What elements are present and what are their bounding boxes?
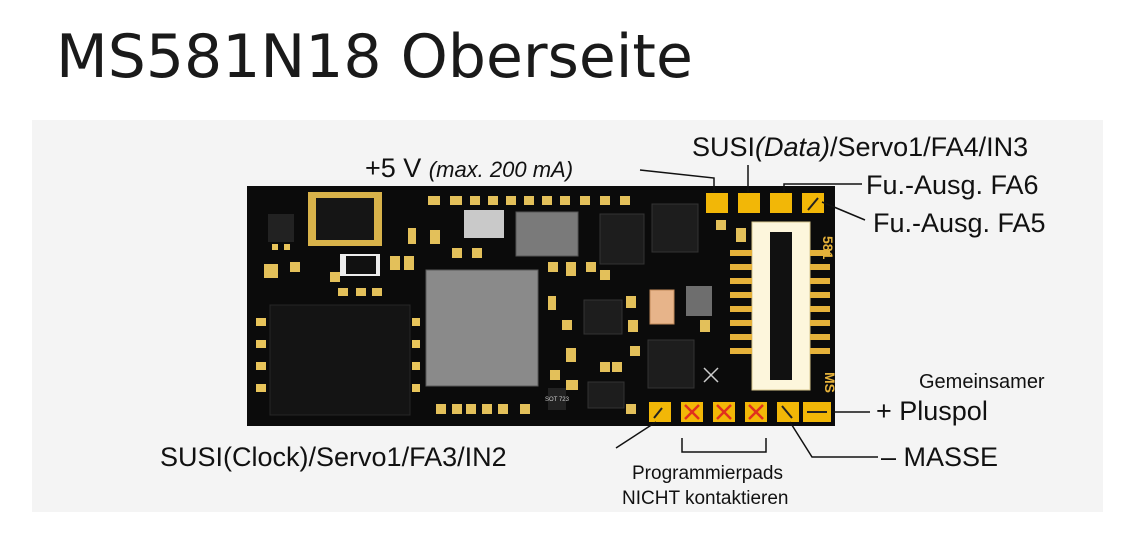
label-susi-data: SUSI(Data)/Servo1/FA4/IN3 — [692, 134, 1028, 161]
label-prog-line2: NICHT kontaktieren — [622, 488, 789, 509]
label-susi-data-italic: (Data) — [755, 132, 831, 162]
label-fa5: Fu.-Ausg. FA5 — [873, 208, 1046, 238]
label-fa6: Fu.-Ausg. FA6 — [866, 170, 1039, 200]
page-title: MS581N18 Oberseite — [56, 22, 693, 92]
main-processor — [425, 269, 539, 387]
label-susi-data-pre: SUSI — [692, 132, 756, 162]
top-pads — [706, 193, 824, 213]
label-susi-clock: SUSI(Clock)/Servo1/FA3/IN2 — [160, 442, 507, 472]
label-pluspol: + Pluspol — [876, 396, 988, 426]
label-5v-main: +5 V — [365, 153, 429, 183]
label-masse: – MASSE — [881, 442, 999, 472]
label-5v: +5 V (max. 200 mA) — [365, 155, 573, 182]
board-model-marking: 581 — [820, 236, 836, 260]
label-gemeinsamer: Gemeinsamer — [919, 371, 1045, 393]
board-brand-marking: MS — [822, 372, 838, 393]
programming-pad-crosses — [684, 404, 764, 420]
large-chip — [269, 304, 411, 416]
smd-components — [264, 196, 746, 414]
label-5v-note: (max. 200 mA) — [428, 157, 574, 182]
connector-block — [730, 221, 830, 391]
leader-lines — [615, 165, 878, 458]
label-prog-line1: Programmierpads — [632, 463, 783, 484]
chip-marking: SOT 723 — [545, 397, 570, 403]
large-chip-pads — [256, 318, 420, 392]
label-susi-data-post: /Servo1/FA4/IN3 — [830, 132, 1029, 162]
